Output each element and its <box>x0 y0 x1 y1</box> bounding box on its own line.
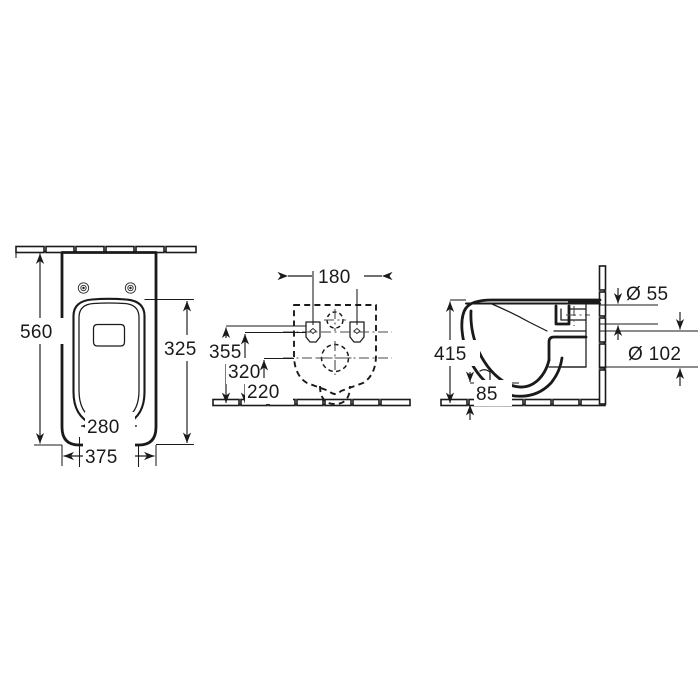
side-wall-bracket-lower <box>561 336 587 368</box>
dim-85: 85 <box>465 371 519 420</box>
dim-560: 560 <box>15 252 64 446</box>
dim-355-label: 355 <box>209 342 242 363</box>
dim-325-label: 325 <box>164 339 197 360</box>
plan-mounting-hole-right <box>124 282 137 294</box>
side-rim-shadow <box>568 300 600 304</box>
side-bowl-foot-detail <box>479 369 491 382</box>
plan-view: 560 325 280 375 <box>15 245 210 469</box>
side-flush-inlet-socket <box>554 304 590 326</box>
dim-180-label: 180 <box>318 267 351 288</box>
front-bowl-dashed-outline <box>293 304 377 395</box>
plan-bowl-outline <box>60 251 158 447</box>
dim-320-label: 320 <box>228 362 261 383</box>
front-flush-inlet <box>324 309 346 331</box>
side-view: 415 85 Ø 55 Ø 102 <box>432 265 698 420</box>
front-bracket-right <box>349 321 365 343</box>
plan-waste-aperture <box>92 323 126 347</box>
dim-325: 325 <box>144 298 210 446</box>
side-bowl-inner-cavity <box>469 309 551 389</box>
plan-seat-ring-outer <box>72 297 146 429</box>
front-bowl-lobe-dashed <box>319 385 351 405</box>
dim-dia-102-label: Ø 102 <box>628 344 681 365</box>
side-trap-outlet <box>547 335 588 362</box>
dim-dia-55: Ø 55 <box>600 284 668 340</box>
dim-180: 180 <box>277 263 393 289</box>
dim-dia-102: Ø 102 <box>600 312 698 386</box>
dim-220: 220 <box>245 357 294 404</box>
front-view: 180 355 320 220 <box>207 263 411 407</box>
dim-280-label: 280 <box>87 417 120 438</box>
side-bowl-outer-profile <box>460 298 602 398</box>
front-bracket-left <box>305 321 321 343</box>
dim-375: 375 <box>61 443 157 469</box>
plan-mounting-hole-left <box>77 282 90 294</box>
dim-220-label: 220 <box>247 382 280 403</box>
side-wall-hatching <box>598 265 607 405</box>
dim-280: 280 <box>78 412 140 467</box>
plan-wall-hatching <box>15 245 197 254</box>
side-flush-channel <box>491 303 548 332</box>
dim-415: 415 <box>432 299 480 403</box>
dim-375-label: 375 <box>85 447 118 468</box>
dim-560-label: 560 <box>20 322 53 343</box>
side-floor-hatching <box>440 398 606 407</box>
dim-85-label: 85 <box>476 384 498 405</box>
plan-seat-ring-inner <box>78 302 140 423</box>
dim-415-label: 415 <box>434 344 467 365</box>
dim-dia-55-label: Ø 55 <box>626 284 668 305</box>
front-floor-hatching <box>212 398 411 407</box>
